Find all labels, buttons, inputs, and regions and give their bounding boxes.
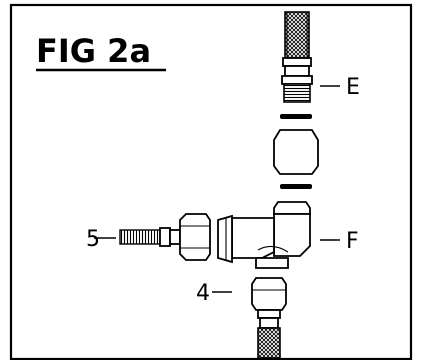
figure-border <box>9 3 413 360</box>
svg-text:4: 4 <box>196 281 210 306</box>
part-4-hose-assembly <box>251 277 287 359</box>
svg-text:FIG 2a: FIG 2a <box>36 32 151 70</box>
callout-5: 5 <box>86 227 116 252</box>
callout-e: E <box>320 75 360 100</box>
svg-text:E: E <box>346 75 360 100</box>
callout-f: F <box>320 229 359 254</box>
callout-4: 4 <box>196 281 232 306</box>
svg-text:F: F <box>346 229 359 254</box>
part-f-tee-fitting <box>217 201 311 269</box>
svg-text:5: 5 <box>86 227 100 252</box>
part-e-hose-fitting <box>281 11 313 103</box>
o-ring-upper <box>280 114 312 119</box>
coupler-nut <box>273 129 319 175</box>
part-5-hose-assembly <box>119 213 211 261</box>
o-ring-lower <box>280 184 312 189</box>
figure-title: FIG 2a <box>36 32 166 72</box>
